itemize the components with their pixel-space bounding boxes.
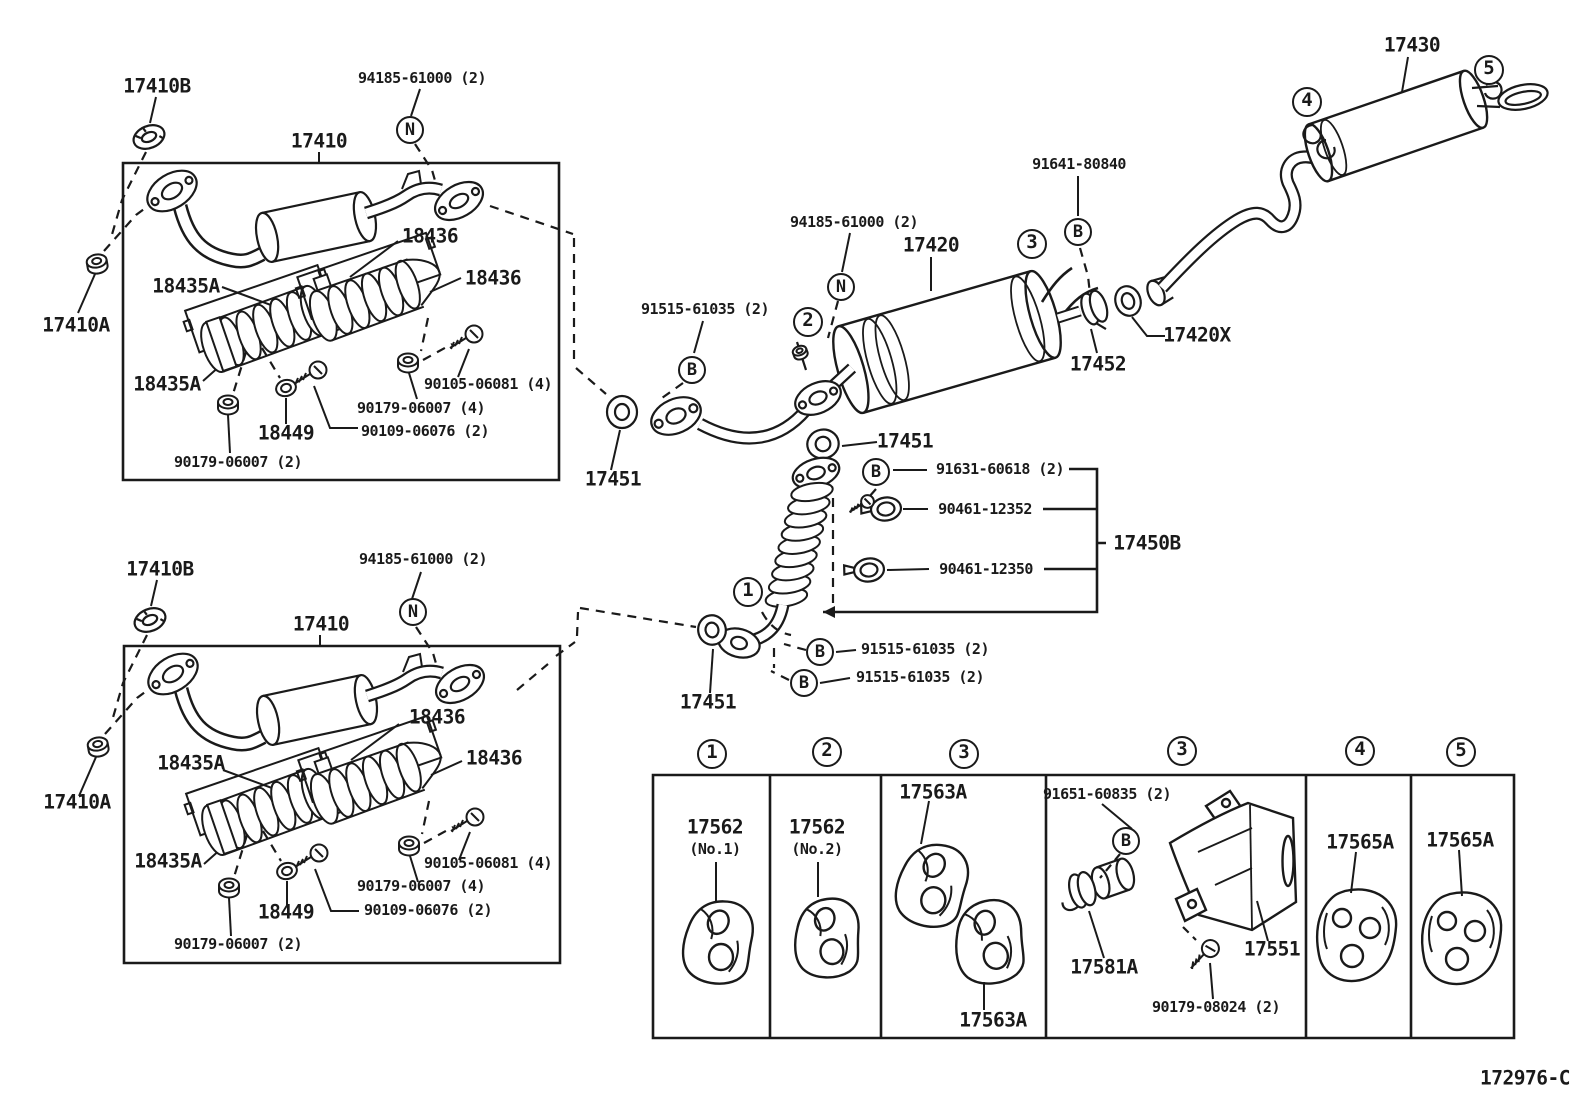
clamp-17581a-icon [1055,857,1138,912]
part-label-18449: 18449 [257,421,315,445]
marker-1: 1 [733,577,763,607]
diagram-code: 172976-C [1480,1066,1570,1090]
marker-b: B [1064,218,1092,246]
part-label-no1: (No.1) [689,840,741,858]
part-label-17451: 17451 [876,429,934,453]
part-label-17451: 17451 [584,467,642,491]
marker-b: B [1112,827,1140,855]
part-label-90179: 90179-06007 (2) [174,453,302,471]
front-pipe-flange [645,390,706,442]
clamp-17452-icon [1078,289,1113,334]
part-label-90179: 90179-06007 (2) [174,935,302,953]
part-label-17420: 17420 [902,233,960,257]
part-label-18435a: 18435A [134,849,202,873]
bracket-17450b [823,469,1106,612]
part-label-90179: 90179-06007 (4) [357,399,485,417]
flex-bellows [764,480,834,610]
column-marker-4: 4 [1345,736,1375,766]
part-label-91631: 91631-60618 (2) [936,460,1064,478]
part-label-17563a: 17563A [899,780,967,804]
part-label-17410a: 17410A [43,790,111,814]
part-label-17420x: 17420X [1163,323,1231,347]
part-label-17410: 17410 [292,612,350,636]
gasket-17420x-icon [1111,283,1144,319]
marker-2: 2 [793,307,823,337]
part-label-18436: 18436 [464,266,522,290]
part-label-17451: 17451 [679,690,737,714]
part-label-90461: 90461-12350 [939,560,1033,578]
part-label-90109: 90109-06076 (2) [364,901,492,919]
part-label-18435a: 18435A [157,751,225,775]
downpipe-flange [789,452,843,493]
marker-b: B [806,638,834,666]
muffler-inlet-flange [790,375,846,422]
part-label-94185: 94185-61000 (2) [790,213,918,231]
part-label-17563a: 17563A [959,1008,1027,1032]
marker-b: B [678,356,706,384]
part-label-90105: 90105-06081 (4) [424,854,552,872]
part-label-17450b: 17450B [1113,531,1181,555]
column-marker-2: 2 [812,737,842,767]
marker-5: 5 [1474,55,1504,85]
rear-muffler-body [1299,68,1493,185]
part-label-18449: 18449 [257,900,315,924]
part-label-90109: 90109-06076 (2) [361,422,489,440]
part-label-91515: 91515-61035 (2) [856,668,984,686]
part-label-17565a: 17565A [1426,828,1494,852]
part-label-91515: 91515-61035 (2) [641,300,769,318]
column-marker-3: 3 [949,739,979,769]
part-label-no2: (No.2) [791,840,843,858]
part-label-18436: 18436 [465,746,523,770]
part-label-91515: 91515-61035 (2) [861,640,989,658]
part-label-17430: 17430 [1383,33,1441,57]
part-label-17565a: 17565A [1326,830,1394,854]
part-label-91651: 91651-60835 (2) [1043,785,1171,803]
part-label-17410b: 17410B [123,74,191,98]
part-label-17562: 17562 [788,815,846,839]
marker-n: N [399,598,427,626]
part-label-90461: 90461-12352 [938,500,1032,518]
part-label-17562: 17562 [686,815,744,839]
part-label-90105: 90105-06081 (4) [424,375,552,393]
part-label-17410a: 17410A [42,313,110,337]
legend-table-grid [653,775,1514,1038]
part-label-18435a: 18435A [133,372,201,396]
column-marker-3: 3 [1167,736,1197,766]
part-label-18436: 18436 [408,705,466,729]
center-muffler-body [826,268,1068,417]
marker-b: B [862,458,890,486]
part-label-17551: 17551 [1243,937,1301,961]
part-label-17410: 17410 [290,129,348,153]
marker-4: 4 [1292,87,1322,117]
tail-tip [1496,80,1550,114]
marker-n: N [827,273,855,301]
part-label-17581a: 17581A [1070,955,1138,979]
column-marker-5: 5 [1446,737,1476,767]
column-marker-1: 1 [697,739,727,769]
marker-n: N [396,116,424,144]
bracket-17551-icon [1170,791,1296,930]
part-label-17410b: 17410B [126,557,194,581]
marker-3: 3 [1017,229,1047,259]
muffler-hanger-hook [1303,125,1334,158]
part-label-17452: 17452 [1069,352,1127,376]
part-label-18436: 18436 [401,224,459,248]
marker-b: B [790,669,818,697]
part-label-90179-08024: 90179-08024 (2) [1152,998,1280,1016]
part-label-91641: 91641-80840 [1032,155,1126,173]
part-label-90179: 90179-06007 (4) [357,877,485,895]
part-label-18435a: 18435A [152,274,220,298]
part-label-94185: 94185-61000 (2) [359,550,487,568]
part-label-94185: 94185-61000 (2) [358,69,486,87]
